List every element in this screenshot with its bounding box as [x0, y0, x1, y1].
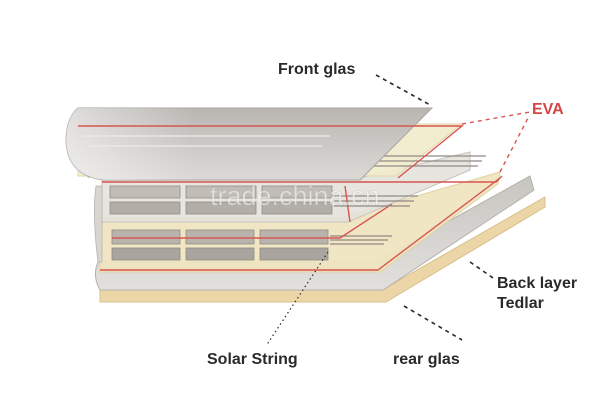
watermark-text: trade.china.cn — [210, 181, 380, 211]
label-back-layer: Back layer — [497, 275, 577, 292]
rear-glass-leader — [403, 305, 463, 341]
label-rear-glass: rear glas — [393, 351, 460, 368]
solar-cells-upper — [109, 185, 333, 215]
label-eva: EVA — [532, 101, 564, 118]
eva-edge-lines-lower — [100, 177, 501, 271]
back-layer-leader — [469, 261, 497, 281]
label-tedlar: Tedlar — [497, 295, 544, 312]
lower-panel-curl — [94, 185, 103, 263]
label-front-glass: Front glas — [278, 61, 355, 78]
solar-cells-lower — [111, 229, 329, 261]
label-solar-string: Solar String — [207, 351, 298, 368]
eva-leader-lines — [461, 111, 531, 173]
solar-string-leader — [265, 251, 329, 347]
eva-edge-lines-upper — [78, 125, 503, 223]
string-ribbons-lower — [330, 235, 392, 245]
front-glass-reflections — [82, 135, 330, 147]
leader-lines — [265, 74, 497, 347]
rear-glass-layer — [94, 175, 535, 291]
front-glass-leader — [375, 74, 433, 107]
